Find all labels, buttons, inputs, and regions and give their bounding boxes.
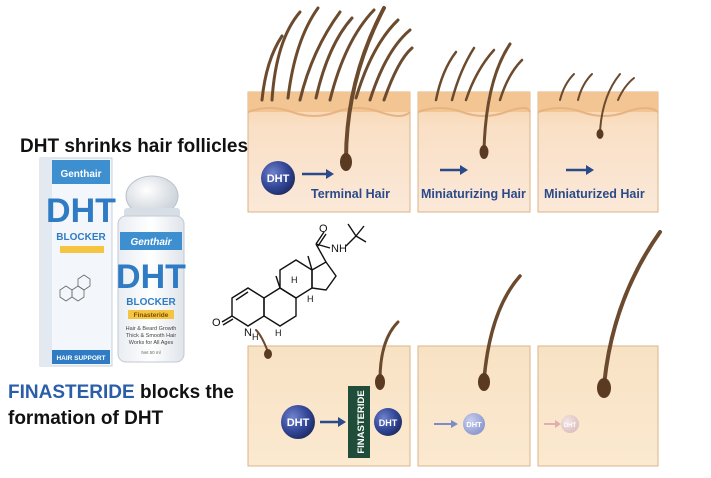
dht-molecule <box>463 413 485 435</box>
box-footer: HAIR SUPPORT <box>56 355 105 362</box>
caption-rest: blocks the <box>134 382 234 403</box>
follicle-bulb <box>479 145 489 159</box>
dht-label: DHT <box>564 423 577 429</box>
terminal-hairs <box>260 6 414 162</box>
atom-label: O <box>319 223 328 235</box>
atom-label: H <box>307 294 314 304</box>
arrow-icon <box>544 420 561 428</box>
arrow-icon <box>320 417 346 427</box>
box-name: DHT <box>46 192 116 230</box>
dht-label: DHT <box>287 417 310 429</box>
top-panels <box>247 91 659 213</box>
arrow-icon <box>566 165 594 175</box>
box-subname: BLOCKER <box>56 232 106 243</box>
arrow-icon <box>440 165 468 175</box>
dht-molecule <box>261 161 295 195</box>
follicle-bulb <box>264 349 272 359</box>
bottle-subname: BLOCKER <box>126 297 176 308</box>
bottle-desc: Thick & Smooth Hair <box>126 333 177 339</box>
bottle-brand: Genthair <box>130 237 172 248</box>
bottle-volume: Net 50 ml <box>141 350 160 355</box>
follicle-bulb <box>340 153 352 171</box>
bottle-name: DHT <box>116 258 186 296</box>
blocker-label: FINASTERIDE <box>356 390 367 453</box>
bottle-desc: Hair & Beard Growth <box>126 326 177 332</box>
molecule-atoms: O NH H H H O N H <box>212 223 347 342</box>
miniaturizing-hairs <box>434 42 524 152</box>
dht-molecule <box>561 415 579 433</box>
dht-molecule <box>374 408 402 436</box>
finasteride-blocker <box>348 386 370 458</box>
caption-highlight: FINASTERIDE <box>8 382 135 403</box>
dht-label: DHT <box>267 173 290 185</box>
atom-label: NH <box>331 243 347 255</box>
stage-label-miniaturized: Miniaturized Hair <box>544 187 645 201</box>
miniaturized-hairs <box>559 73 635 133</box>
caption-line2: formation of DHT <box>8 408 164 429</box>
follicle-bulb <box>596 129 604 139</box>
dht-label: DHT <box>466 420 482 429</box>
atom-label: O <box>212 317 221 329</box>
dht-molecule <box>281 405 315 439</box>
atom-label: H <box>252 332 259 342</box>
atom-label: H <box>291 275 298 285</box>
follicle-bulb <box>597 378 611 398</box>
box-brand: Genthair <box>60 169 101 180</box>
bottom-panels <box>247 345 659 467</box>
atom-label: H <box>275 328 282 338</box>
headline: DHT shrinks hair follicles <box>20 136 249 157</box>
caption: FINASTERIDE blocks the formation of DHT <box>8 380 238 432</box>
follicle-bulb <box>375 374 385 390</box>
follicle-bulb <box>478 373 490 391</box>
arrow-icon <box>434 420 458 428</box>
dht-label: DHT <box>379 418 398 428</box>
bottle-desc: Works for All Ages <box>129 340 174 346</box>
stage-label-miniaturizing: Miniaturizing Hair <box>421 187 526 201</box>
product-bottle: Genthair DHT BLOCKER Finasteride Hair & … <box>116 175 186 363</box>
stage-label-terminal: Terminal Hair <box>311 187 390 201</box>
atom-label: N <box>244 327 252 339</box>
product-box: Genthair DHT BLOCKER HAIR SUPPORT <box>39 157 116 367</box>
finasteride-structure <box>221 223 367 327</box>
bottle-ingredient: Finasteride <box>134 312 169 319</box>
arrow-icon <box>302 169 334 179</box>
